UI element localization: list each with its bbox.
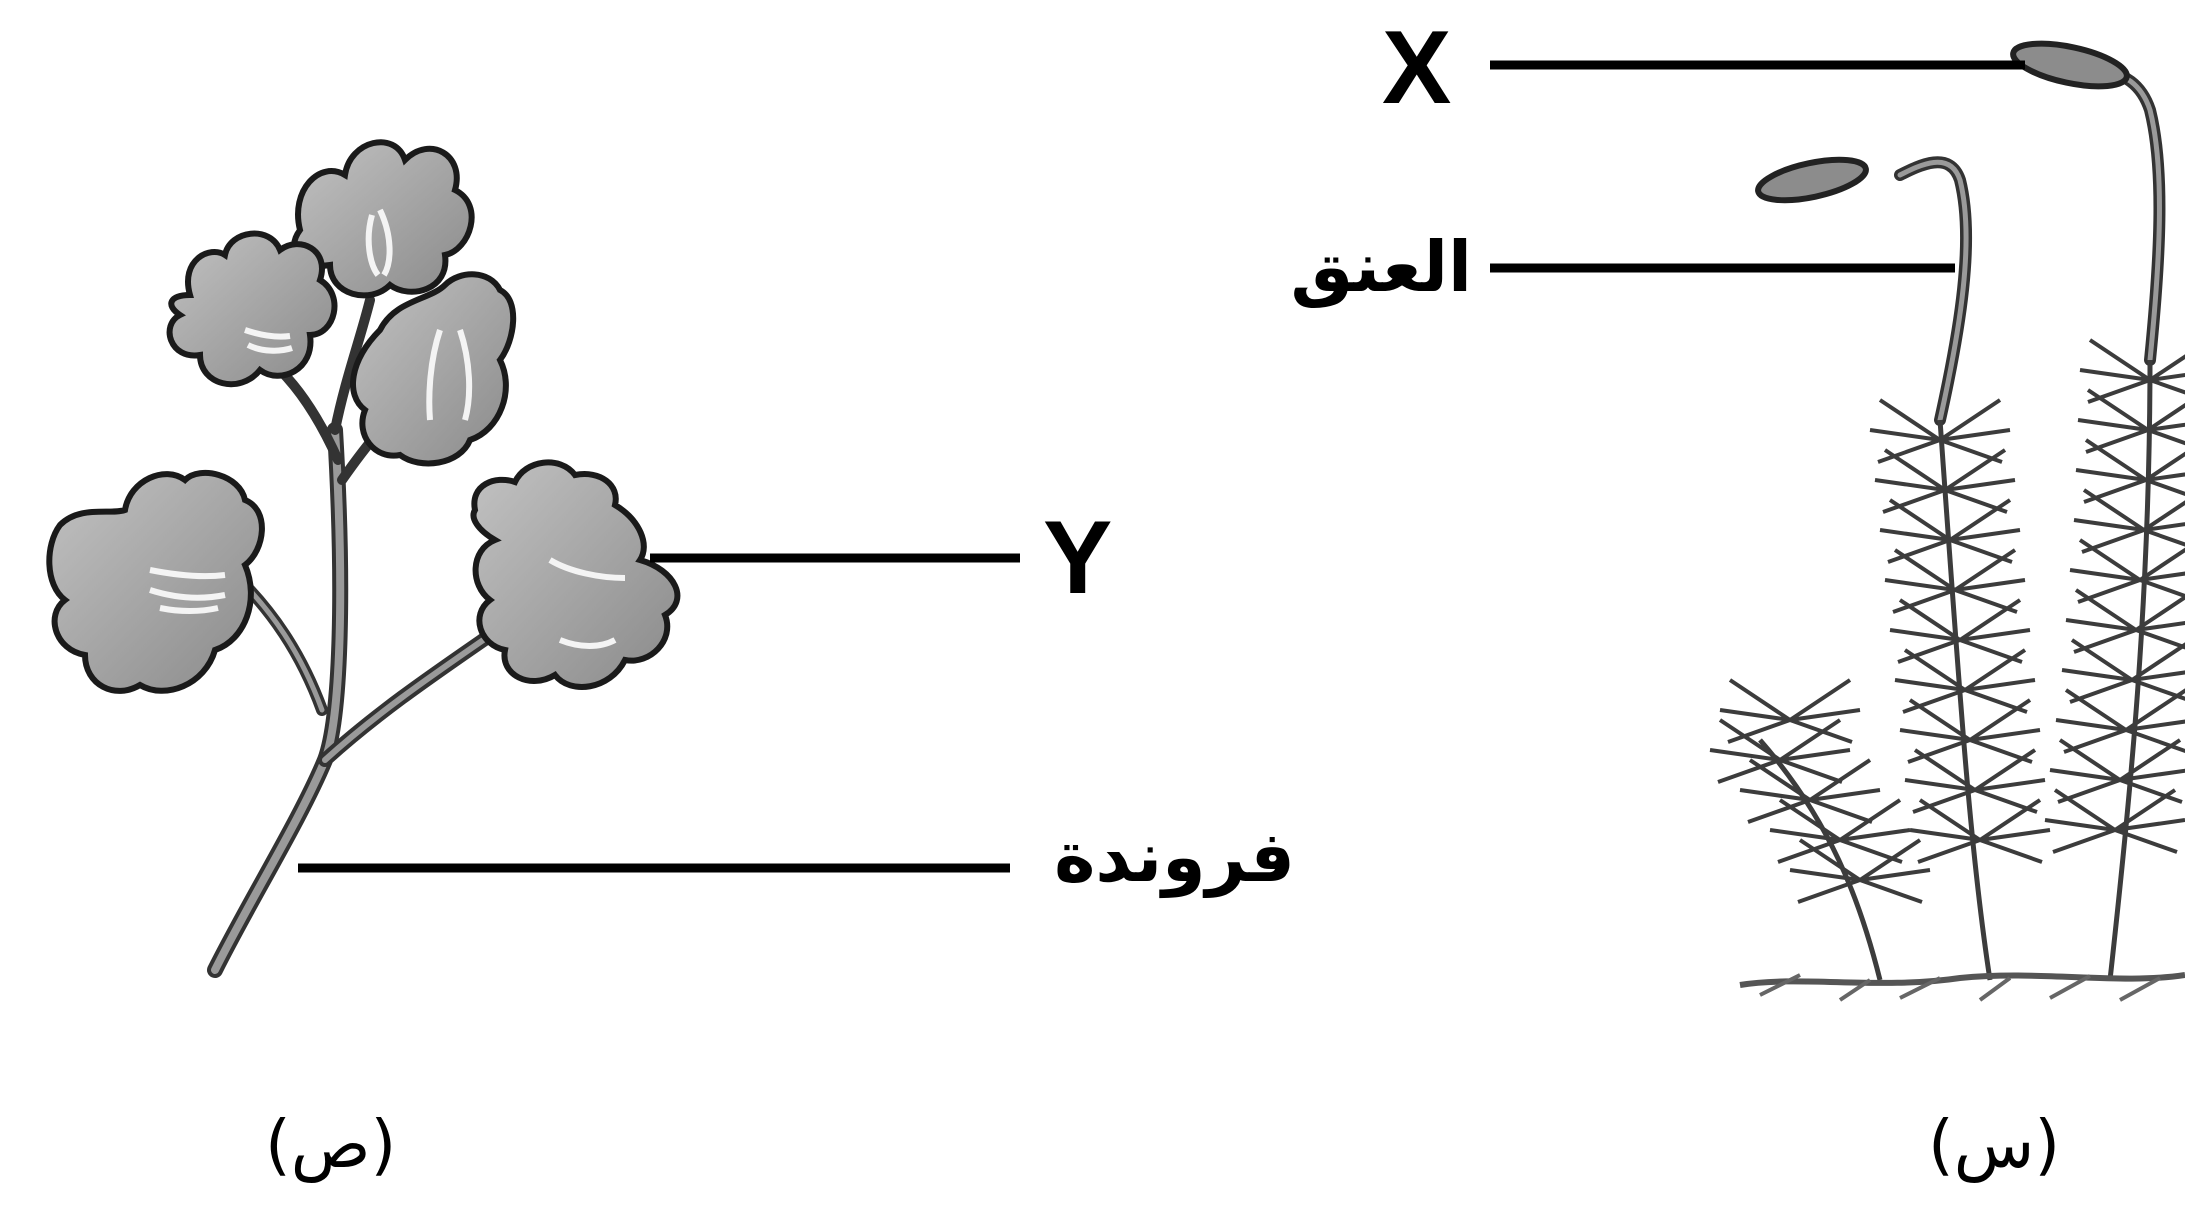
label-neck: العنق (1290, 226, 1472, 308)
label-x: X (1382, 10, 1452, 126)
leaflet-upper-left (166, 230, 338, 388)
leaflet-lower-left (46, 469, 265, 694)
fern-plant-illustration (46, 139, 681, 978)
moss-plant-illustration (1708, 40, 2185, 1002)
caption-left-plant: (ص) (265, 1106, 397, 1183)
label-frond: فروندة (1054, 816, 1295, 898)
caption-right-plant: (س) (1928, 1106, 2061, 1183)
capsule-lower (1755, 156, 1869, 204)
leaflet-right-labeled (470, 459, 681, 690)
label-y: Y (1043, 500, 1113, 616)
capsule-x (2010, 40, 2130, 90)
